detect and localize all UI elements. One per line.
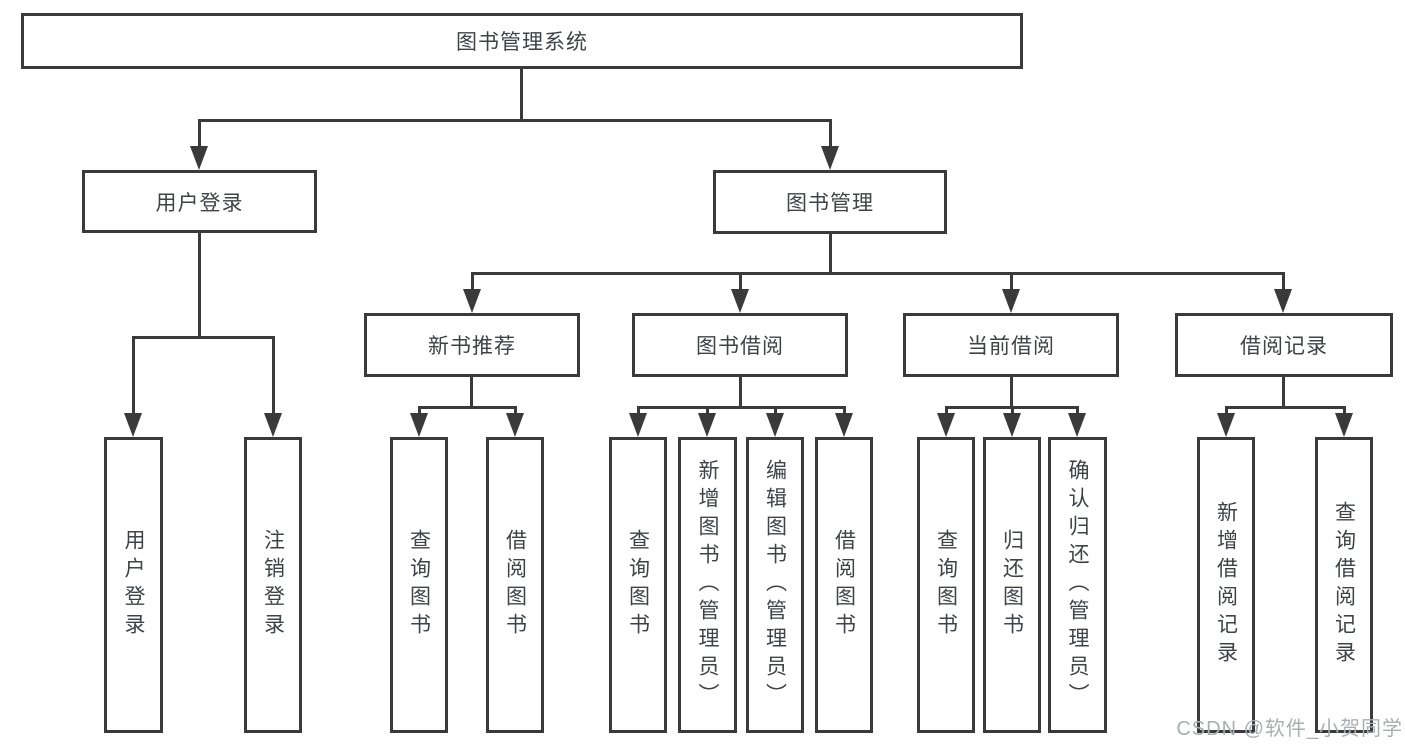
node-user-login: 用户登录 <box>82 170 317 233</box>
connector-line-v <box>470 377 473 409</box>
connector-line-v <box>1282 377 1285 409</box>
leaf-bb-edit-book: 编辑图书（管理员） <box>746 437 804 733</box>
arrow-down-icon <box>835 413 853 437</box>
leaf-cb-confirm-return: 确认归还（管理员） <box>1048 437 1107 733</box>
connector-line-v <box>829 234 832 274</box>
leaf-bb-add-book: 新增图书（管理员） <box>678 437 737 733</box>
connector-line-v <box>739 377 742 409</box>
connector-line-h <box>132 336 275 339</box>
arrow-down-icon <box>698 413 716 437</box>
leaf-bb-edit-book-label: 编辑图书（管理员） <box>763 459 787 711</box>
connector-line-v <box>1010 272 1013 291</box>
connector-line-v <box>198 119 201 149</box>
arrow-down-icon <box>1274 289 1292 313</box>
node-book-borrowing-label: 图书借阅 <box>696 335 784 358</box>
arrow-down-icon <box>731 289 749 313</box>
arrow-down-icon <box>1217 413 1235 437</box>
leaf-rec-borrow-book: 借阅图书 <box>486 437 544 733</box>
node-book-management-label: 图书管理 <box>786 192 874 215</box>
node-library-system-label: 图书管理系统 <box>456 31 588 54</box>
arrow-down-icon <box>1002 289 1020 313</box>
leaf-cb-return-book-label: 归还图书 <box>1000 529 1024 641</box>
leaf-bb-query-book-label: 查询图书 <box>626 529 650 641</box>
connector-line-v <box>471 272 474 291</box>
arrow-down-icon <box>190 146 208 170</box>
connector-line-h <box>637 406 845 409</box>
csdn-watermark: CSDN @软件_小贺同学 <box>1176 718 1403 740</box>
leaf-br-query-record-label: 查询借阅记录 <box>1332 501 1356 669</box>
connector-line-h <box>198 119 832 122</box>
leaf-logout: 注销登录 <box>244 437 302 733</box>
leaf-cb-query-book-label: 查询图书 <box>934 529 958 641</box>
connector-line-v <box>1076 406 1079 416</box>
connector-line-v <box>520 69 523 121</box>
node-borrow-records: 借阅记录 <box>1175 313 1393 377</box>
connector-line-v <box>514 406 517 416</box>
leaf-bb-query-book: 查询图书 <box>609 437 667 733</box>
leaf-user-login: 用户登录 <box>104 437 163 733</box>
leaf-br-add-record: 新增借阅记录 <box>1197 437 1255 733</box>
leaf-logout-label: 注销登录 <box>261 529 285 641</box>
connector-line-h <box>471 272 1284 275</box>
connector-line-v <box>132 336 135 415</box>
leaf-rec-borrow-book-label: 借阅图书 <box>503 529 527 641</box>
arrow-down-icon <box>264 413 282 437</box>
connector-line-h <box>1225 406 1346 409</box>
connector-line-v <box>1225 406 1228 416</box>
node-borrow-records-label: 借阅记录 <box>1240 335 1328 358</box>
connector-line-v <box>1282 272 1285 291</box>
connector-line-v <box>774 406 777 416</box>
connector-line-v <box>418 406 421 416</box>
leaf-br-query-record: 查询借阅记录 <box>1315 437 1373 733</box>
leaf-user-login-label: 用户登录 <box>122 529 145 641</box>
leaf-cb-query-book: 查询图书 <box>917 437 975 733</box>
connector-line-h <box>418 406 516 409</box>
arrow-down-icon <box>1335 413 1353 437</box>
connector-line-v <box>272 336 275 415</box>
node-current-borrowing-label: 当前借阅 <box>967 335 1055 358</box>
connector-line-v <box>945 406 948 416</box>
arrow-down-icon <box>821 146 839 170</box>
node-current-borrowing: 当前借阅 <box>903 313 1119 377</box>
connector-line-v <box>637 406 640 416</box>
leaf-rec-query-book: 查询图书 <box>390 437 448 733</box>
connector-line-v <box>1343 406 1346 416</box>
node-library-system: 图书管理系统 <box>21 13 1023 69</box>
connector-line-v <box>829 119 832 149</box>
leaf-cb-return-book: 归还图书 <box>983 437 1041 733</box>
connector-line-v <box>706 406 709 416</box>
arrow-down-icon <box>1068 413 1086 437</box>
node-new-book-recommend-label: 新书推荐 <box>428 335 516 358</box>
connector-line-v <box>198 233 201 338</box>
arrow-down-icon <box>629 413 647 437</box>
arrow-down-icon <box>463 289 481 313</box>
connector-line-v <box>1011 406 1014 416</box>
arrow-down-icon <box>937 413 955 437</box>
arrow-down-icon <box>766 413 784 437</box>
leaf-rec-query-book-label: 查询图书 <box>407 529 431 641</box>
leaf-bb-add-book-label: 新增图书（管理员） <box>696 459 719 711</box>
arrow-down-icon <box>124 413 142 437</box>
connector-line-v <box>739 272 742 291</box>
connector-line-v <box>1010 377 1013 409</box>
leaf-cb-confirm-return-label: 确认归还（管理员） <box>1066 459 1089 711</box>
connector-line-v <box>843 406 846 416</box>
leaf-bb-borrow-book-label: 借阅图书 <box>832 529 856 641</box>
node-book-borrowing: 图书借阅 <box>632 313 848 377</box>
leaf-br-add-record-label: 新增借阅记录 <box>1214 501 1238 669</box>
leaf-bb-borrow-book: 借阅图书 <box>815 437 873 733</box>
node-book-management: 图书管理 <box>713 170 947 234</box>
arrow-down-icon <box>410 413 428 437</box>
arrow-down-icon <box>506 413 524 437</box>
node-user-login-label: 用户登录 <box>155 191 244 215</box>
arrow-down-icon <box>1003 413 1021 437</box>
node-new-book-recommend: 新书推荐 <box>364 313 580 377</box>
